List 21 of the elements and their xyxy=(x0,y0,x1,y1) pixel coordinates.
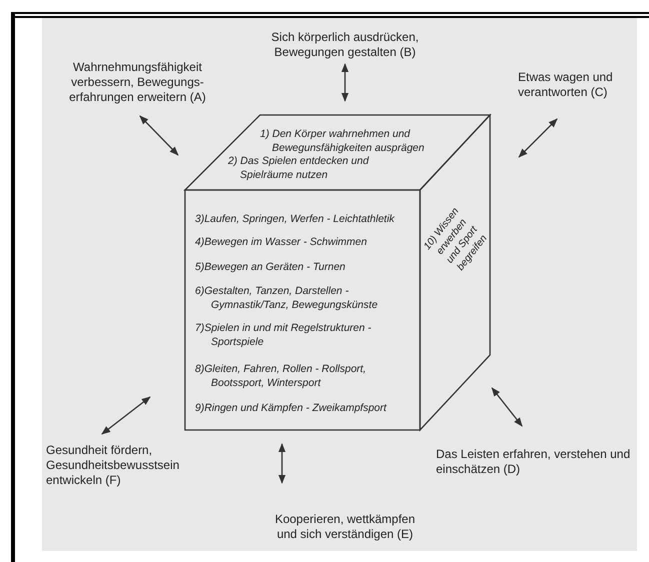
goal-label: Etwas wagen und verantworten (C) xyxy=(518,70,614,100)
goal-label: Sich körperlich ausdrücken, Bewegungen gestalten (B) xyxy=(270,30,420,60)
goal-label: Kooperieren, wettkämpfen und sich verständigen (E) xyxy=(274,512,416,542)
goal-label: Das Leisten erfahren, verstehen und einschätzen (D) xyxy=(436,447,632,477)
area-text: 9)Ringen und Kämpfen - Zweikampfsport xyxy=(195,401,388,415)
area-text: 8)Gleiten, Fahren, Rollen - Rollsport, Bootssport, Wintersport xyxy=(195,362,367,390)
double-arrow xyxy=(518,118,558,158)
double-arrow xyxy=(278,443,286,484)
goal-label: Wahrnehmungsfähigkeit verbessern, Bewegungs-erfahrungen erweitern (A) xyxy=(68,60,207,105)
goal-label: Gesundheit fördern, Gesundheitsbewusstsein entwickeln (F) xyxy=(46,443,180,488)
area-text: 6)Gestalten, Tanzen, Darstellen - Gymnastik/Tanz, Bewegungskünste xyxy=(195,284,379,312)
area-text: 3)Laufen, Springen, Werfen - Leichtathletik xyxy=(195,212,396,226)
double-arrow xyxy=(491,387,523,427)
double-arrow xyxy=(341,63,349,102)
area-text: 7)Spielen in und mit Regelstrukturen - Sportspiele xyxy=(195,321,372,349)
area-text: 2) Das Spielen entdecken und Spielräume nutzen xyxy=(228,154,370,182)
double-arrow xyxy=(101,396,151,435)
area-text: 1) Den Körper wahrnehmen und Bewegunsfähigkeiten ausprägen xyxy=(260,127,426,155)
double-arrow xyxy=(139,115,179,156)
area-text: 5)Bewegen an Geräten - Turnen xyxy=(195,260,346,274)
area-text: 4)Bewegen im Wasser - Schwimmen xyxy=(195,235,368,249)
